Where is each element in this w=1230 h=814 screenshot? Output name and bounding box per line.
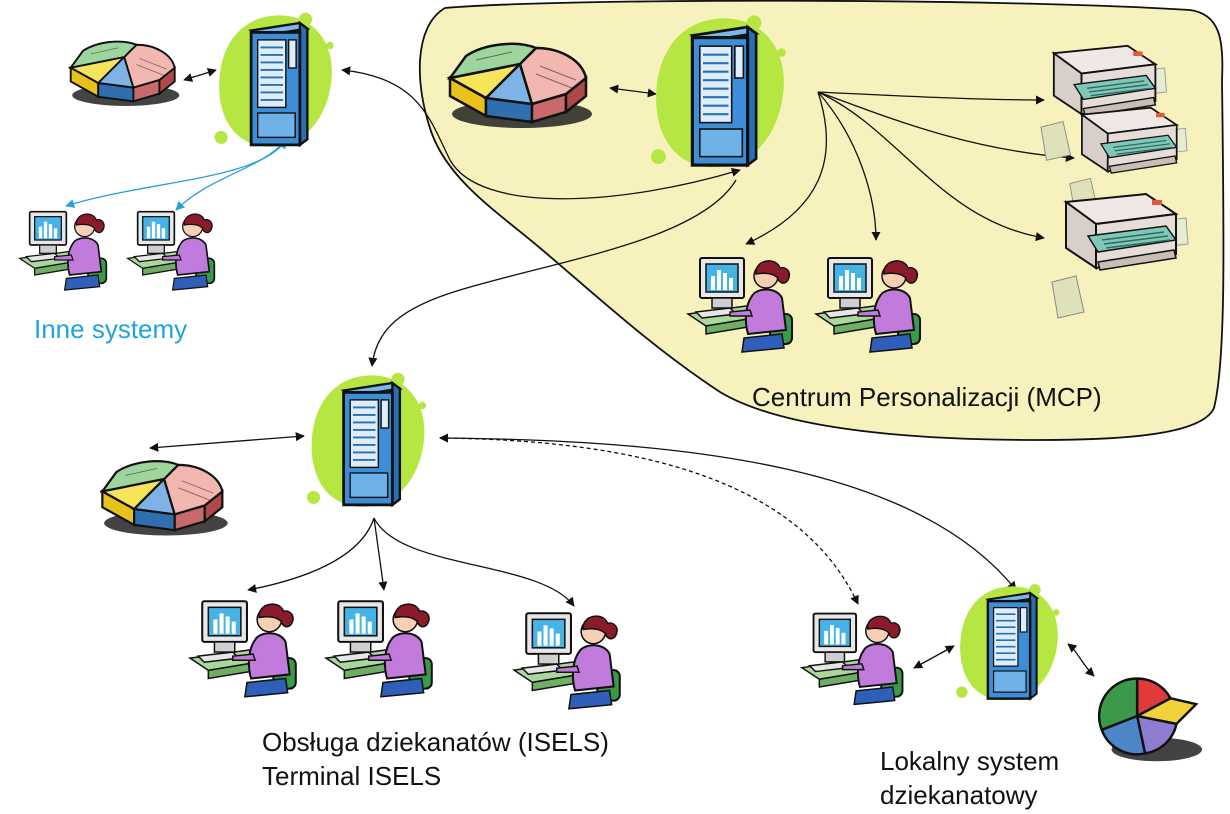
server-lokalny-icon <box>954 582 1061 702</box>
database-isels-icon <box>101 460 229 537</box>
isels-label-line1: Obsługa dziekanatów (ISELS) <box>262 727 609 757</box>
lokalny-system-label: Lokalny system dziekanatowy <box>880 744 1059 812</box>
link-mcp-pc2 <box>817 91 881 241</box>
server-isels-icon <box>305 371 428 509</box>
link-mcp-pc1 <box>745 91 828 245</box>
link-lokalny-server-db <box>1067 643 1095 677</box>
link-db1-server1 <box>183 68 217 82</box>
workstation-other-2-icon <box>126 210 216 291</box>
workstation-lokalny-icon <box>800 612 904 706</box>
link-db-mcp-server <box>609 84 657 98</box>
link-mcp-printer1 <box>817 91 1045 105</box>
connections <box>149 66 1095 677</box>
link-mcp-printer2 <box>817 91 1075 162</box>
link-server1-inne-pc1 <box>65 139 287 208</box>
workstation-other-1-icon <box>18 210 108 291</box>
centrum-personalizacji-label: Centrum Personalizacji (MCP) <box>752 382 1102 412</box>
link-server2-isels3 <box>373 517 575 607</box>
link-server2-lokalny-dashed <box>439 433 859 605</box>
workstation-isels-3-icon <box>512 612 621 710</box>
workstation-isels-2-icon <box>324 600 433 698</box>
database-lokalny-icon <box>1097 677 1204 763</box>
server-other-icon <box>213 11 336 149</box>
lokalny-label-line2: dziekanatowy <box>880 780 1038 810</box>
link-mcp-server2 <box>368 179 737 367</box>
isels-label: Obsługa dziekanatów (ISELS) Terminal ISE… <box>262 725 609 793</box>
link-server2-lokalny-server <box>439 433 1017 591</box>
link-server1-inne-pc2 <box>175 139 287 211</box>
blue-connections <box>65 139 287 211</box>
workstation-isels-1-icon <box>188 600 297 698</box>
database-mcp-icon <box>448 42 594 130</box>
isels-label-line2: Terminal ISELS <box>262 761 442 791</box>
lokalny-label-line1: Lokalny system <box>880 746 1060 776</box>
inne-systemy-label: Inne systemy <box>34 314 188 344</box>
link-server1-mcp <box>341 66 741 200</box>
database-other-icon <box>69 40 181 108</box>
link-server2-isels1 <box>247 517 375 593</box>
link-server2-isels2 <box>373 517 388 591</box>
link-mcp-printer3 <box>817 91 1045 242</box>
link-db2-server2 <box>149 432 305 452</box>
link-lokalny-pc-server <box>913 645 955 669</box>
